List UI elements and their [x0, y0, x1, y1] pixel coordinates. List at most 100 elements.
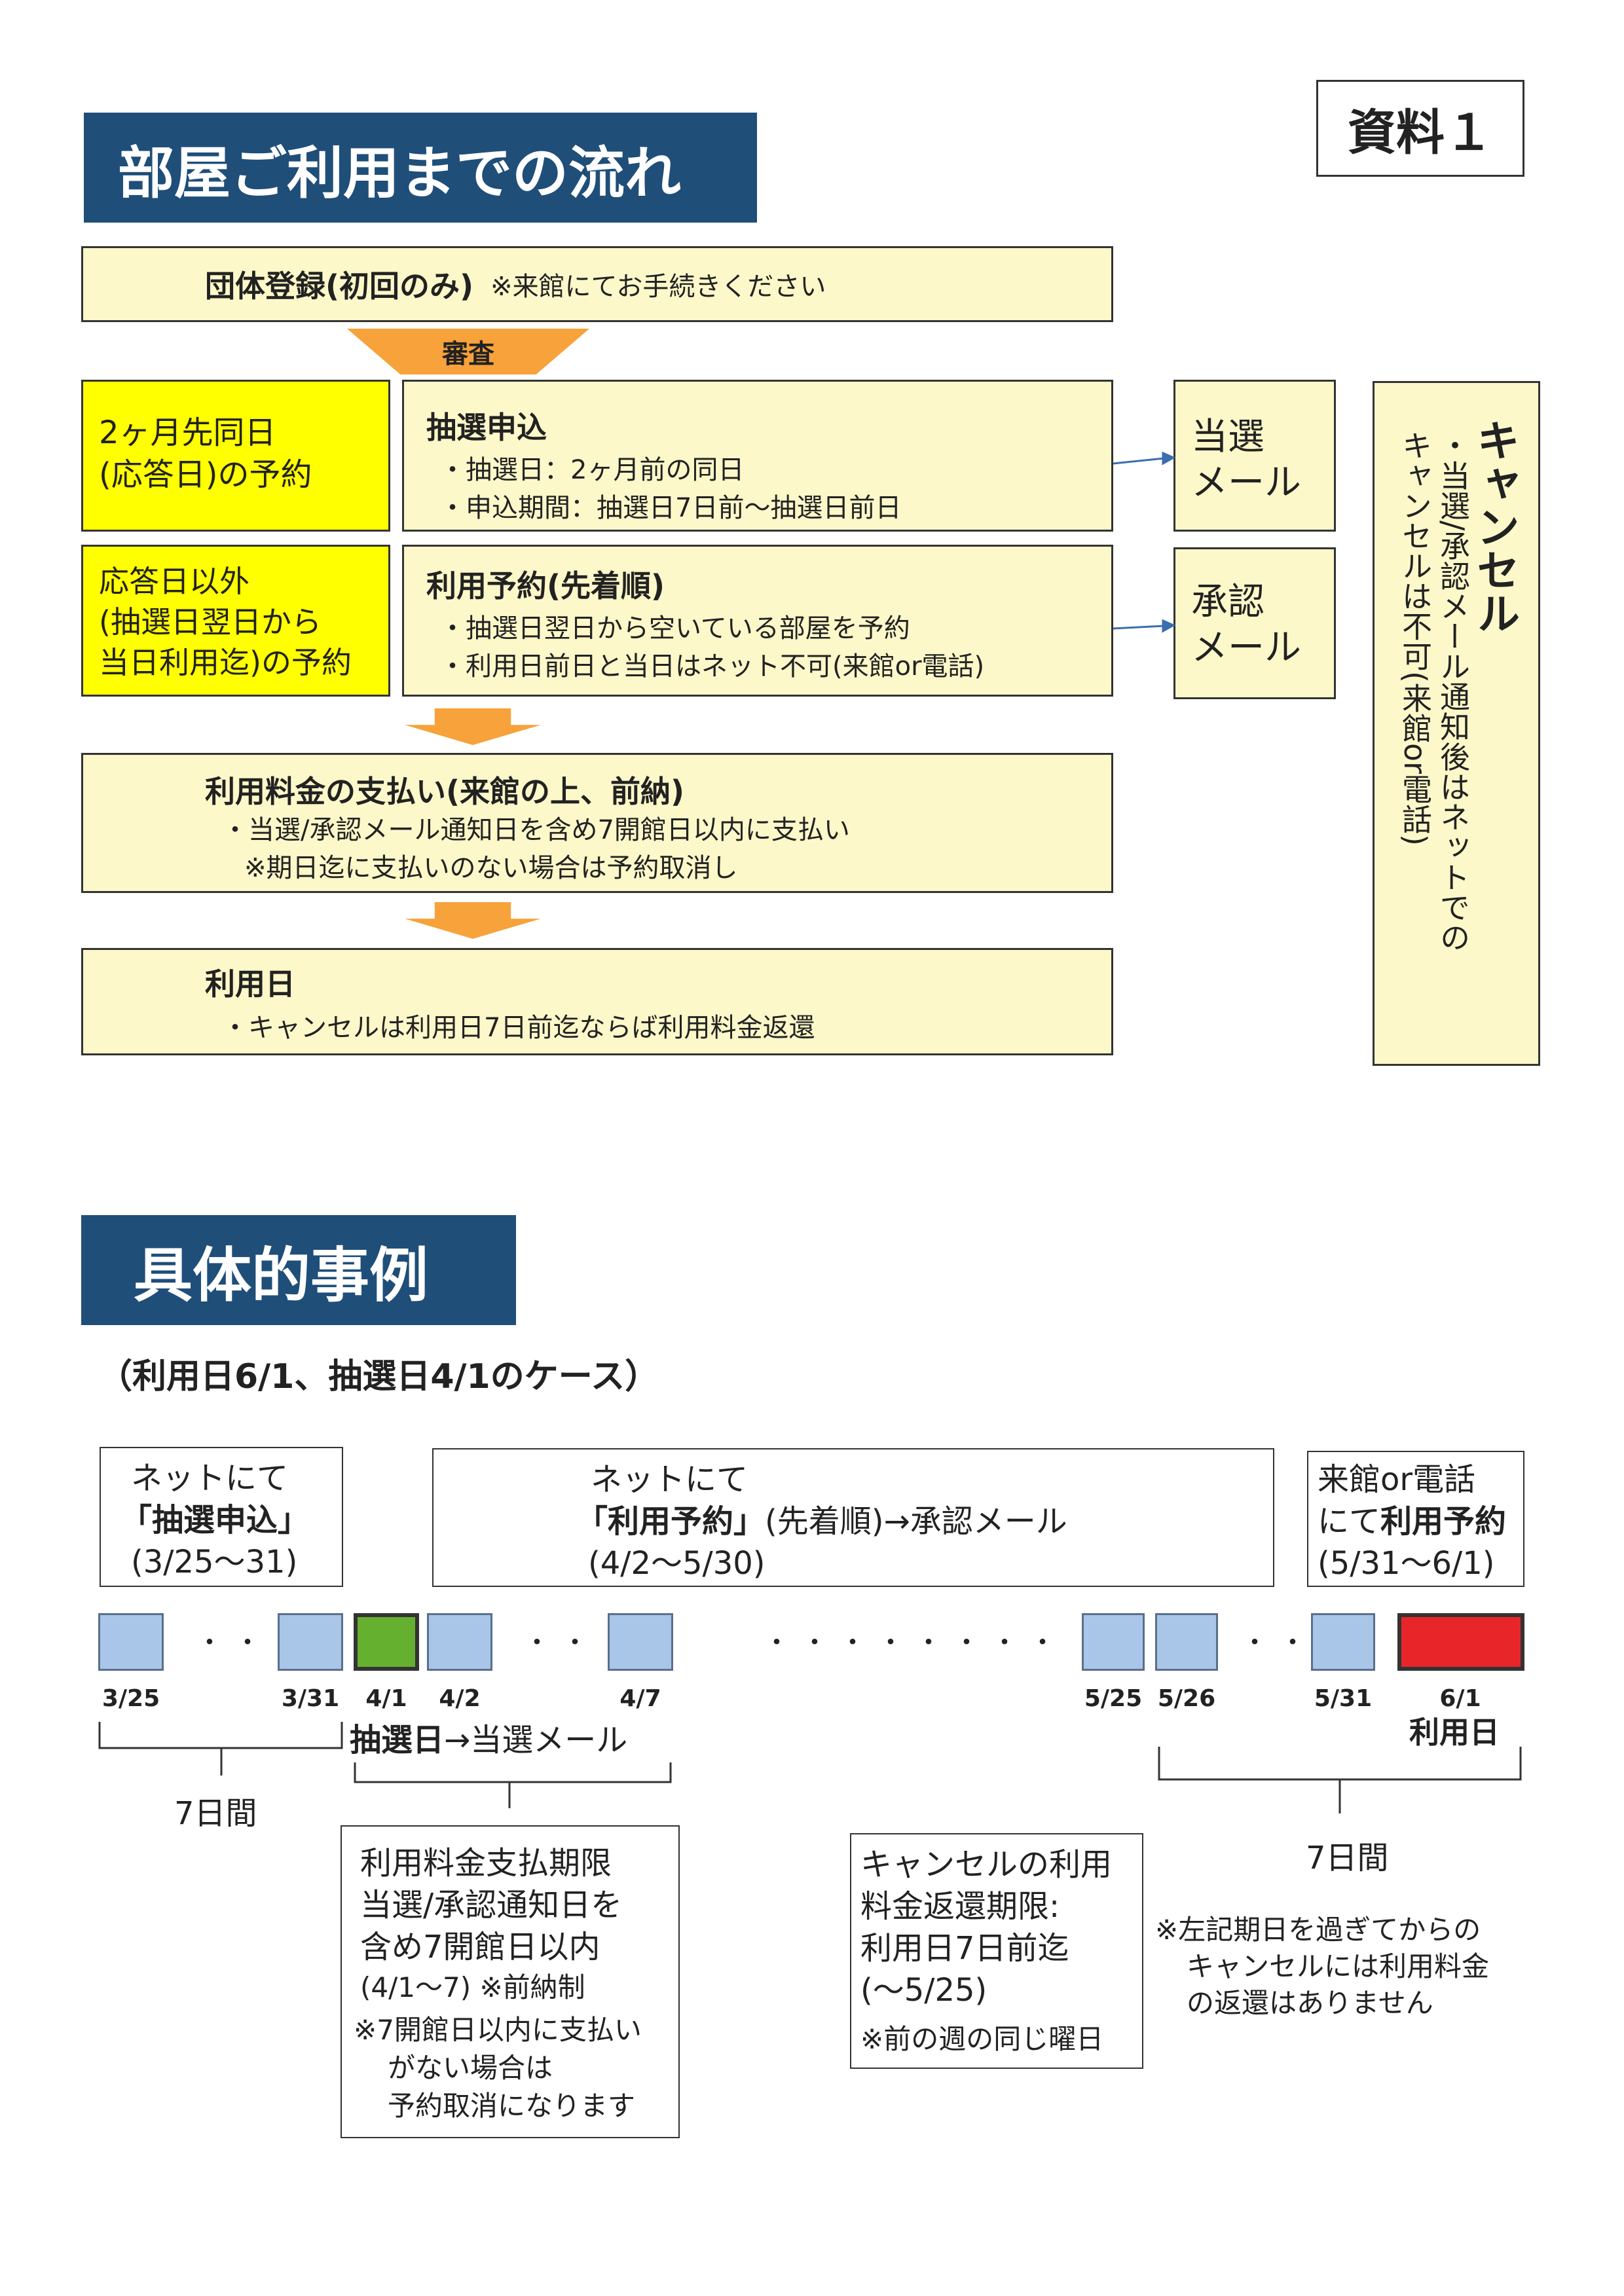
registration-title: 団体登録(初回のみ) — [205, 268, 474, 304]
reserve-line: ・利用日前日と当日はネット不可(来館or電話) — [439, 651, 985, 682]
pay-deadline-note: 予約取消になります — [388, 2090, 636, 2122]
date-label: 4/1 — [365, 1685, 407, 1712]
lottery-target-line: (応答日)の予約 — [99, 456, 312, 493]
badge-text: 資料１ — [1348, 104, 1493, 161]
late-cancel-line: ※左記期日を過ぎてからの — [1155, 1914, 1481, 1946]
day-cell-lottery — [354, 1613, 419, 1671]
net-reserve-box: ネットにて 「利用予約」(先着順)→承認メール (4/2～5/30) — [432, 1448, 1274, 1587]
net-reserve-line: ネットにて — [591, 1461, 748, 1498]
date-label: 5/25 — [1084, 1685, 1143, 1712]
cancel-title: キャンセル — [1469, 418, 1520, 634]
lottery-box: 抽選申込 ・抽選日：2ヶ月前の同日 ・申込期間：抽選日7日前～抽選日前日 — [402, 380, 1113, 532]
day-cell — [98, 1613, 164, 1671]
day-cell — [1311, 1613, 1375, 1671]
net-lottery-line: (3/25～31) — [131, 1544, 298, 1580]
day-cell — [1082, 1613, 1145, 1671]
timeline-dots: ・・ — [524, 1628, 600, 1658]
day-cell — [608, 1613, 673, 1671]
pay-deadline-note: がない場合は — [388, 2052, 553, 2084]
approve-mail-box: 承認 メール — [1173, 547, 1336, 699]
day-cell — [1155, 1613, 1218, 1671]
date-label: 4/2 — [439, 1685, 481, 1712]
net-lottery-line: ネットにて — [131, 1460, 289, 1497]
useday-line: ・キャンセルは利用日7日前迄ならば利用料金返還 — [222, 1013, 815, 1043]
visit-reserve-strong: 利用予約 — [1380, 1503, 1507, 1540]
pay-deadline-line: 当選/承認通知日を — [360, 1887, 623, 1923]
reserve-target-line: (抽選日翌日から — [99, 604, 322, 640]
date-label: 6/1 — [1439, 1685, 1481, 1712]
approve-mail-line: 承認 — [1191, 581, 1264, 623]
seven-days-left: 7日間 — [174, 1795, 257, 1832]
registration-note: ※来館にてお手続きください — [490, 272, 826, 302]
reserve-target-box: 応答日以外 (抽選日翌日から 当日利用迄)の予約 — [81, 545, 390, 697]
cancel-refund-box: キャンセルの利用 料金返還期限: 利用日7日前迄 (～5/25) ※前の週の同じ… — [850, 1833, 1143, 2069]
visit-reserve-box: 来館or電話 にて利用予約 (5/31～6/1) — [1307, 1451, 1524, 1587]
cancel-refund-line: (～5/25) — [860, 1972, 987, 2009]
section-title-flow-text: 部屋ご利用までの流れ — [118, 140, 681, 206]
payment-title: 利用料金の支払い(来館の上、前納) — [205, 774, 685, 809]
visit-reserve-pre: にて — [1318, 1503, 1381, 1540]
date-label: 3/31 — [281, 1685, 340, 1712]
pay-deadline-note: ※7開館日以内に支払い — [354, 2014, 642, 2046]
cancel-refund-note: ※前の週の同じ曜日 — [860, 2023, 1104, 2055]
lottery-day-label: 抽選日→当選メール — [350, 1714, 627, 1760]
pay-deadline-line: 利用料金支払期限 — [360, 1845, 612, 1882]
lottery-line: ・抽選日：2ヶ月前の同日 — [439, 455, 745, 485]
visit-reserve-line: (5/31～6/1) — [1318, 1545, 1495, 1582]
registration-box: 団体登録(初回のみ) ※来館にてお手続きください — [81, 246, 1113, 322]
day-cell-use — [1397, 1613, 1524, 1671]
day-cell — [278, 1613, 343, 1671]
timeline-dots: ・・ — [1242, 1628, 1318, 1658]
timeline-dots: ・・・・・・・・ — [764, 1628, 1067, 1658]
cancel-line: キャンセルは不可(来館or電話) — [1397, 430, 1433, 846]
example-subtitle: （利用日6/1、抽選日4/1のケース） — [98, 1357, 659, 1396]
net-reserve-strong: 「利用予約」 — [576, 1503, 766, 1540]
day-cell — [427, 1613, 492, 1671]
document-badge: 資料１ — [1316, 80, 1524, 177]
lottery-day-suffix: →当選メール — [444, 1722, 628, 1758]
payment-line: ・当選/承認メール通知日を含め7開館日以内に支払い — [222, 815, 850, 845]
payment-box: 利用料金の支払い(来館の上、前納) ・当選/承認メール通知日を含め7開館日以内に… — [81, 753, 1113, 893]
cancel-refund-line: キャンセルの利用 — [860, 1846, 1113, 1883]
flow-connectors — [1113, 451, 1176, 633]
section-title-flow: 部屋ご利用までの流れ — [84, 113, 757, 223]
useday-title: 利用日 — [205, 966, 295, 1002]
timeline-dots: ・・ — [196, 1628, 272, 1658]
net-lottery-box: ネットにて 「抽選申込」 (3/25～31) — [100, 1447, 343, 1587]
payment-line: ※期日迄に支払いのない場合は予約取消し — [244, 853, 738, 883]
reserve-line: ・抽選日翌日から空いている部屋を予約 — [439, 613, 910, 644]
section-title-example-text: 具体的事例 — [134, 1241, 428, 1310]
reserve-target-line: 当日利用迄)の予約 — [99, 645, 352, 680]
useday-box: 利用日 ・キャンセルは利用日7日前迄ならば利用料金返還 — [81, 948, 1113, 1055]
date-label: 5/26 — [1157, 1685, 1216, 1712]
cancel-box: キャンセル ・当選/承認メール通知後はネットでの キャンセルは不可(来館or電話… — [1373, 381, 1540, 1066]
date-label: 3/25 — [101, 1685, 160, 1712]
late-cancel-line: キャンセルには利用料金 — [1187, 1950, 1490, 1982]
win-mail-box: 当選 メール — [1173, 380, 1336, 532]
win-mail-line: 当選 — [1191, 416, 1264, 458]
cancel-refund-line: 利用日7日前迄 — [860, 1930, 1069, 1967]
visit-reserve-line: 来館or電話 — [1318, 1461, 1476, 1498]
lottery-day-strong: 抽選日 — [350, 1722, 445, 1758]
late-cancel-note: ※左記期日を過ぎてからの キャンセルには利用料金 の返還はありません — [1155, 1912, 1489, 2022]
use-day-label: 利用日 — [1409, 1715, 1500, 1750]
pay-deadline-box: 利用料金支払期限 当選/承認通知日を 含め7開館日以内 (4/1～7) ※前納制… — [341, 1825, 680, 2138]
cancel-line: ・当選/承認メール通知後はネットでの — [1435, 430, 1471, 953]
pay-deadline-line: 含め7開館日以内 — [360, 1929, 600, 1965]
net-lottery-line: 「抽選申込」 — [120, 1502, 310, 1539]
lottery-line: ・申込期間：抽選日7日前～抽選日前日 — [439, 493, 902, 523]
lottery-target-line: 2ヶ月先同日 — [99, 414, 276, 451]
approve-mail-line: メール — [1191, 627, 1301, 669]
net-reserve-rest: (先着順)→承認メール — [765, 1503, 1067, 1540]
win-mail-line: メール — [1191, 462, 1301, 504]
pay-deadline-line: (4/1～7) ※前納制 — [360, 1971, 585, 2003]
seven-days-right: 7日間 — [1306, 1840, 1389, 1876]
date-label: 4/7 — [619, 1685, 661, 1712]
reserve-box: 利用予約(先着順) ・抽選日翌日から空いている部屋を予約 ・利用日前日と当日はネ… — [402, 545, 1113, 697]
lottery-target-box: 2ヶ月先同日 (応答日)の予約 — [81, 380, 390, 532]
late-cancel-line: の返還はありません — [1187, 1987, 1433, 2019]
section-title-example: 具体的事例 — [81, 1215, 516, 1325]
review-label: 審査 — [442, 339, 494, 369]
reserve-title: 利用予約(先着順) — [426, 568, 665, 604]
